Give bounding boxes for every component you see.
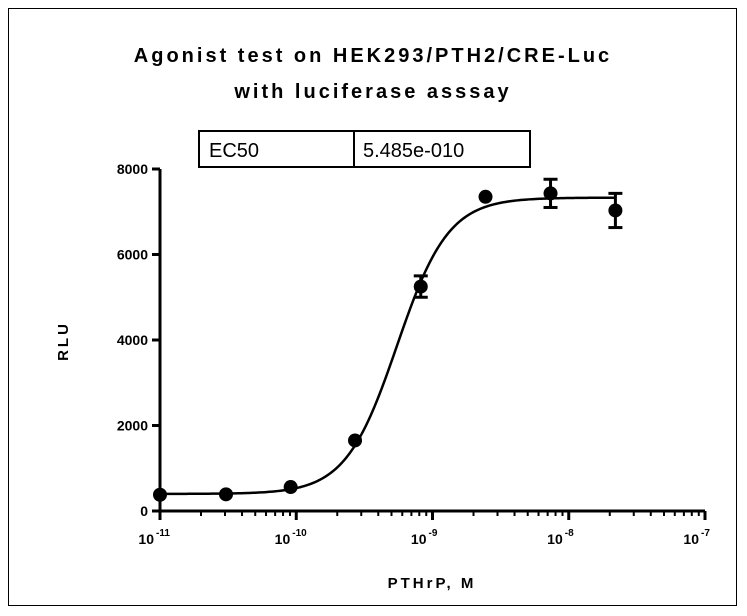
ec50-value: 5.485e-010 (363, 140, 464, 162)
ec50-label: EC50 (209, 140, 259, 162)
data-point (218, 487, 233, 502)
y-tick-label: 6000 (117, 247, 148, 263)
chart-title-line-2: with luciferase asssay (233, 81, 511, 103)
chart-title-line-1: Agonist test on HEK293/PTH2/CRE-Luc (134, 45, 612, 67)
ec50-table: EC50 5.485e-010 (198, 130, 531, 168)
ec50-table-border (198, 130, 531, 168)
data-point (153, 487, 167, 502)
fit-curve (160, 196, 616, 496)
x-axis-label: PTHrP, M (388, 575, 477, 592)
axes (158, 169, 705, 513)
x-tick-label: 10 (138, 531, 154, 547)
chart-frame (8, 8, 737, 606)
data-point (413, 279, 428, 294)
y-tick-label: 2000 (117, 418, 148, 434)
data-point (478, 189, 493, 204)
chart-title: Agonist test on HEK293/PTH2/CRE-Luc with… (134, 45, 612, 103)
x-tick-label: 10 (275, 531, 291, 547)
data-point (543, 186, 558, 201)
x-tick-label: 10 (547, 531, 563, 547)
x-tick-label-exponent: -8 (565, 528, 574, 539)
y-tick-label: 8000 (117, 161, 148, 177)
y-axis-ticks: 0 2000 4000 6000 8000 (117, 161, 160, 519)
x-tick-label-exponent: -11 (156, 528, 170, 539)
x-tick-label-exponent: -7 (701, 528, 710, 539)
data-point (283, 480, 298, 495)
data-point (348, 433, 363, 448)
x-tick-label-exponent: -9 (429, 528, 438, 539)
x-tick-label: 10 (683, 531, 699, 547)
y-axis-label: RLU (55, 321, 72, 361)
x-tick-label: 10 (411, 531, 427, 547)
y-tick-label: 4000 (117, 332, 148, 348)
data-points (153, 186, 623, 502)
y-tick-label: 0 (140, 503, 148, 519)
data-point (608, 203, 623, 218)
x-tick-label-exponent: -10 (292, 528, 307, 539)
